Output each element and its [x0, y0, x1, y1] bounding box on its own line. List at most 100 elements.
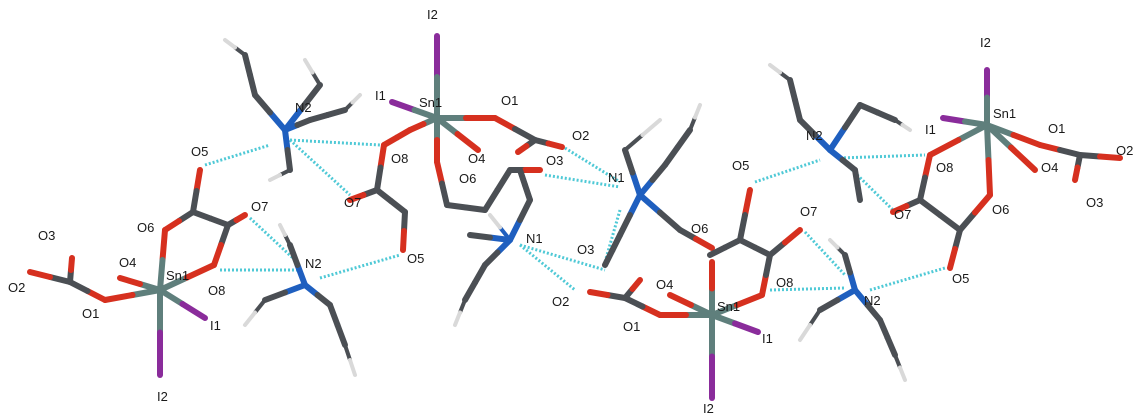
bond: [299, 82, 323, 111]
bond: [778, 70, 792, 82]
label-i2-u2: I2: [980, 35, 991, 50]
label-o2-u4: O2: [8, 280, 25, 295]
bond: [310, 70, 322, 87]
bond: [377, 142, 387, 171]
bond: [453, 310, 462, 327]
hydrogen-bond: [754, 158, 821, 184]
bond: [854, 182, 863, 203]
bond: [137, 281, 163, 293]
label-o1-u3: O1: [623, 319, 640, 334]
bond: [218, 222, 231, 248]
bond: [487, 234, 513, 243]
bond: [253, 298, 267, 315]
bond: [842, 252, 853, 276]
bond: [472, 262, 488, 286]
bond: [900, 123, 912, 132]
bond: [798, 323, 812, 342]
bond: [639, 303, 663, 318]
hydrogen-bond: [869, 266, 946, 292]
label-n1-u1: N1: [526, 231, 543, 246]
bond: [184, 262, 217, 281]
bond: [874, 109, 898, 123]
bond: [768, 63, 782, 75]
bond: [657, 209, 683, 233]
bond: [898, 365, 907, 382]
bond: [282, 282, 308, 296]
bond: [67, 279, 91, 294]
bond: [482, 187, 501, 213]
bond: [742, 187, 753, 218]
label-o2-u3: O2: [552, 294, 569, 309]
bond: [1008, 144, 1038, 173]
bond: [102, 292, 136, 303]
bond: [282, 104, 306, 133]
bond: [278, 223, 287, 237]
label-sn1-u1: Sn1: [419, 95, 442, 110]
bond: [637, 192, 663, 216]
bond: [434, 159, 445, 187]
atom-label-layer: I2 I1 Sn1 O1 N2 O5 O8 O2 O3 O4 O6 O7 N1 …: [8, 7, 1133, 416]
bond: [247, 72, 258, 98]
bond: [512, 126, 538, 143]
bond: [828, 238, 840, 250]
bond: [1037, 142, 1063, 153]
label-o7-u3: O7: [800, 204, 817, 219]
bond: [617, 212, 633, 238]
bond: [179, 301, 208, 321]
bond: [649, 162, 668, 183]
bond: [268, 173, 282, 182]
label-i1-u3: I1: [762, 331, 773, 346]
label-o1-u1: O1: [501, 93, 518, 108]
hydrogen-bond: [319, 253, 401, 280]
bond: [877, 317, 891, 341]
bond: [439, 180, 450, 208]
bond: [47, 274, 73, 285]
bond: [693, 236, 715, 251]
bond: [985, 157, 993, 198]
bond: [955, 122, 990, 143]
bond: [454, 131, 481, 153]
bond: [947, 246, 958, 271]
bond: [927, 137, 962, 158]
bond: [211, 242, 224, 268]
bond: [462, 279, 478, 303]
label-o4-u1: O4: [468, 151, 485, 166]
bond: [852, 287, 871, 308]
bond: [917, 197, 943, 218]
label-n1-u4: N1: [608, 170, 625, 185]
label-o5-u3: O5: [952, 271, 969, 286]
label-i1-u1: I1: [375, 88, 386, 103]
bond: [922, 152, 933, 181]
label-i1-u2: I1: [925, 122, 936, 137]
bond: [287, 242, 301, 268]
bond: [890, 203, 910, 215]
bond: [834, 287, 858, 303]
bond: [763, 252, 773, 278]
bond: [864, 302, 883, 323]
bond: [957, 209, 978, 233]
bond: [1010, 132, 1043, 148]
bond: [984, 122, 1014, 151]
bond: [488, 213, 502, 230]
bond: [884, 334, 898, 358]
label-o6-u4: O6: [137, 220, 154, 235]
label-o3-u1: O3: [546, 153, 563, 168]
label-o3-u3: O3: [577, 242, 594, 257]
hydrogen-bond: [288, 138, 352, 197]
bond: [952, 227, 963, 252]
covalent-bond-layer: [27, 33, 1123, 401]
bond: [444, 202, 469, 211]
bond: [937, 212, 963, 233]
label-o1-u4: O1: [82, 306, 99, 321]
bond: [677, 227, 699, 242]
bond: [84, 288, 108, 303]
bond: [693, 103, 702, 120]
label-i2-u3: I2: [703, 401, 714, 416]
bond: [857, 102, 881, 116]
bond: [334, 322, 348, 348]
label-o8-u2: O8: [936, 160, 953, 175]
bond: [242, 52, 253, 78]
bond: [343, 343, 352, 362]
label-o4-u2: O4: [1041, 160, 1058, 175]
bond: [233, 45, 247, 57]
